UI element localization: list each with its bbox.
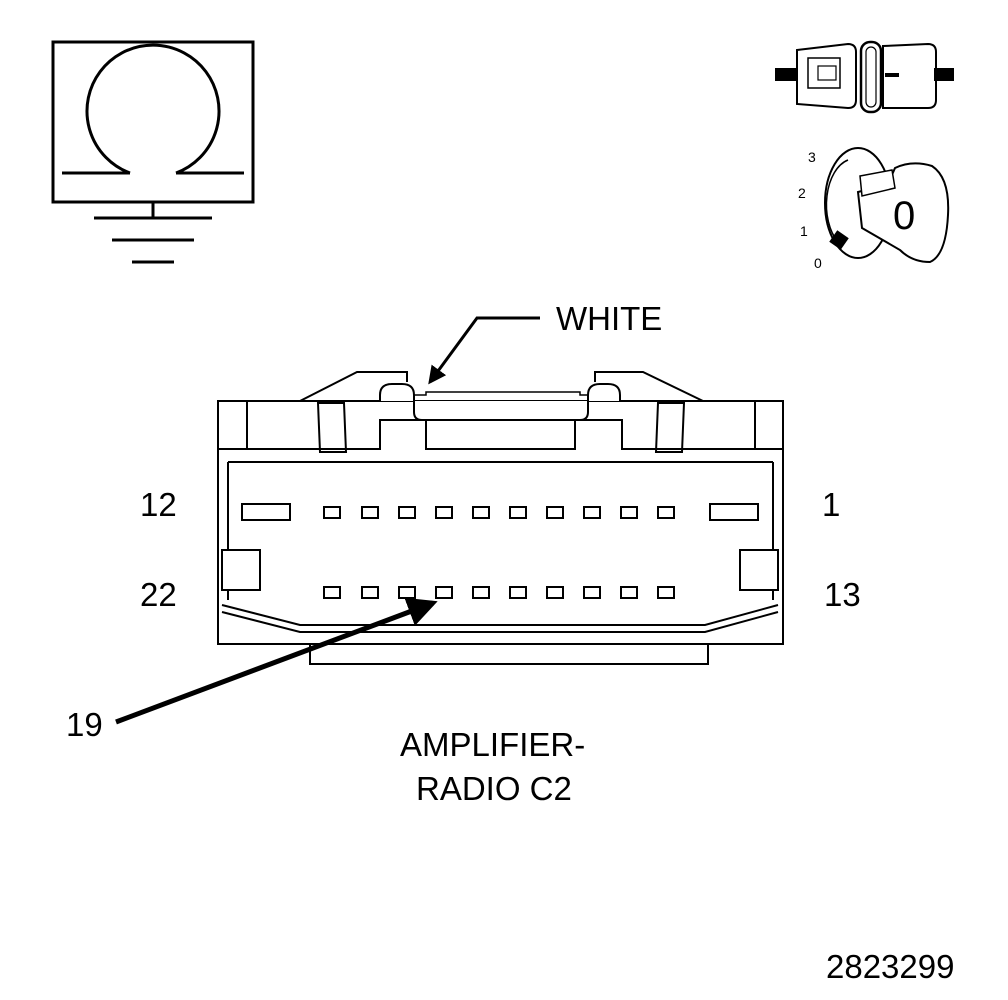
pin-label-bottom-right: 13 [824, 576, 861, 613]
connector-color-label: WHITE [556, 300, 663, 337]
ignition-position-1: 1 [800, 223, 808, 239]
ignition-position-3: 3 [808, 149, 816, 165]
figure-id: 2823299 [826, 948, 955, 985]
pin-callout-label: 19 [66, 706, 103, 743]
white-leader-arrow [428, 316, 540, 385]
connector-body [217, 371, 784, 665]
pin-label-bottom-left: 22 [140, 576, 177, 613]
cavity-row-bottom [323, 586, 675, 599]
ohmmeter-ground-icon [51, 40, 255, 264]
pin-label-top-right: 1 [822, 486, 841, 523]
ignition-key-icon [824, 147, 950, 264]
cavity-row-top [241, 503, 759, 521]
ignition-position-2: 2 [798, 185, 806, 201]
disconnected-connector-icon [775, 40, 954, 114]
pin-label-top-left: 12 [140, 486, 177, 523]
connector-caption-line2: RADIO C2 [416, 770, 572, 807]
ignition-position-0: 0 [814, 255, 822, 271]
ignition-key-label: 0 [893, 194, 916, 238]
connector-caption-line1: AMPLIFIER- [400, 726, 586, 763]
pin-19-callout-arrow [115, 597, 438, 725]
